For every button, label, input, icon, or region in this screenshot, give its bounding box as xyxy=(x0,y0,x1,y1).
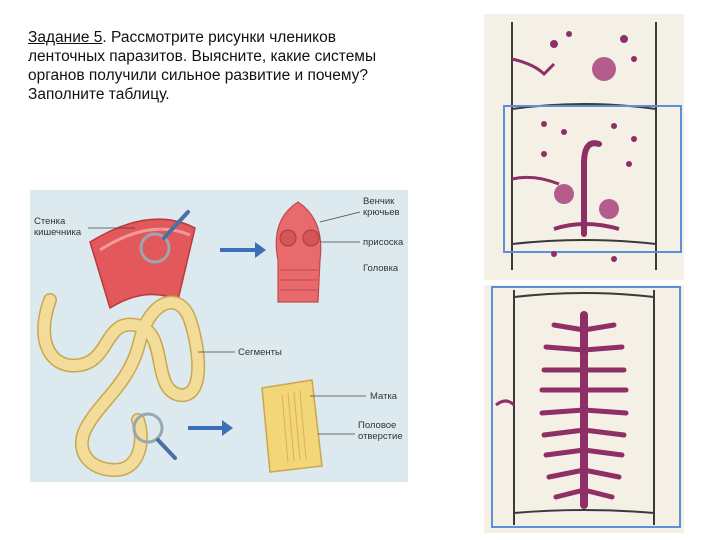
worm-segments xyxy=(38,294,204,476)
tapeworm-illustration: Стенка кишечника Венчик крючьев присоска… xyxy=(30,190,408,482)
task-line-1: . Рассмотрите рисунки члеников xyxy=(102,29,336,46)
proglottid-shape xyxy=(261,379,323,473)
tapeworm-drawing xyxy=(37,201,366,478)
proglottid-drawing-bottom xyxy=(484,285,684,533)
task-line-4: Заполните таблицу. xyxy=(28,86,170,103)
label-golovka: Головка xyxy=(363,263,399,274)
organs xyxy=(541,31,637,262)
magnifier-icon xyxy=(139,232,171,264)
arrow-right-icon-2 xyxy=(188,420,233,436)
label-stenka: Стенка кишечника xyxy=(34,216,82,238)
task-text: Задание 5. Рассмотрите рисунки члеников … xyxy=(28,28,448,104)
proglottid-drawing-top xyxy=(484,14,684,280)
task-line-3: органов получили сильное развитие и поче… xyxy=(28,67,369,84)
label-prisoska: присоска xyxy=(363,237,404,248)
label-polovoe: Половое отверстие xyxy=(358,420,403,442)
label-segmenty: Сегменты xyxy=(238,347,282,358)
task-line-2: ленточных паразитов. Выясните, какие сис… xyxy=(28,48,377,65)
label-venchik: Венчик крючьев xyxy=(363,196,400,218)
task-lead: Задание 5 xyxy=(28,29,103,46)
scolex-shape xyxy=(275,201,322,303)
arrow-right-icon xyxy=(220,242,266,258)
label-matka: Матка xyxy=(370,391,398,402)
magnifier-icon-2 xyxy=(132,412,164,444)
